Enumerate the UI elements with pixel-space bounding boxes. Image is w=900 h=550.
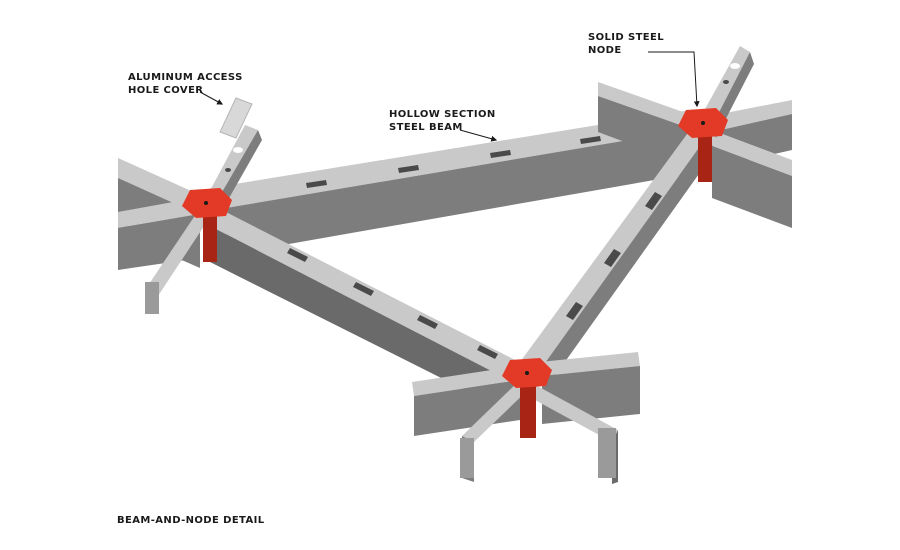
bottom-stub-beams	[412, 352, 640, 484]
aluminum-access-hole-cover	[219, 97, 253, 139]
hollow-steel-beam-right	[520, 130, 716, 380]
label-solid-steel-node: SOLID STEEL NODE	[588, 31, 664, 57]
label-line: NODE	[588, 45, 622, 56]
solid-steel-node-left	[182, 188, 232, 262]
label-line: ALUMINUM ACCESS	[128, 72, 243, 83]
left-stub-beam-front	[118, 125, 262, 314]
label-hollow-section-steel-beam: HOLLOW SECTION STEEL BEAM	[389, 108, 496, 134]
label-line: HOLLOW SECTION	[389, 109, 496, 120]
solid-steel-node-bottom	[502, 358, 552, 438]
leader-node	[648, 51, 700, 108]
leader-cover	[199, 91, 224, 105]
label-line: HOLE COVER	[128, 85, 204, 96]
label-aluminum-access-hole-cover: ALUMINUM ACCESS HOLE COVER	[128, 71, 243, 97]
callout-leaders	[199, 51, 700, 142]
hollow-steel-beam-top	[210, 110, 700, 255]
label-line: STEEL BEAM	[389, 122, 463, 133]
solid-steel-node-right	[678, 108, 728, 182]
label-line: SOLID STEEL	[588, 32, 665, 43]
leader-beam	[459, 129, 498, 142]
beam-slots	[306, 136, 601, 188]
figure-caption: BEAM-AND-NODE DETAIL	[117, 515, 265, 526]
hollow-steel-beam-left	[210, 210, 515, 410]
